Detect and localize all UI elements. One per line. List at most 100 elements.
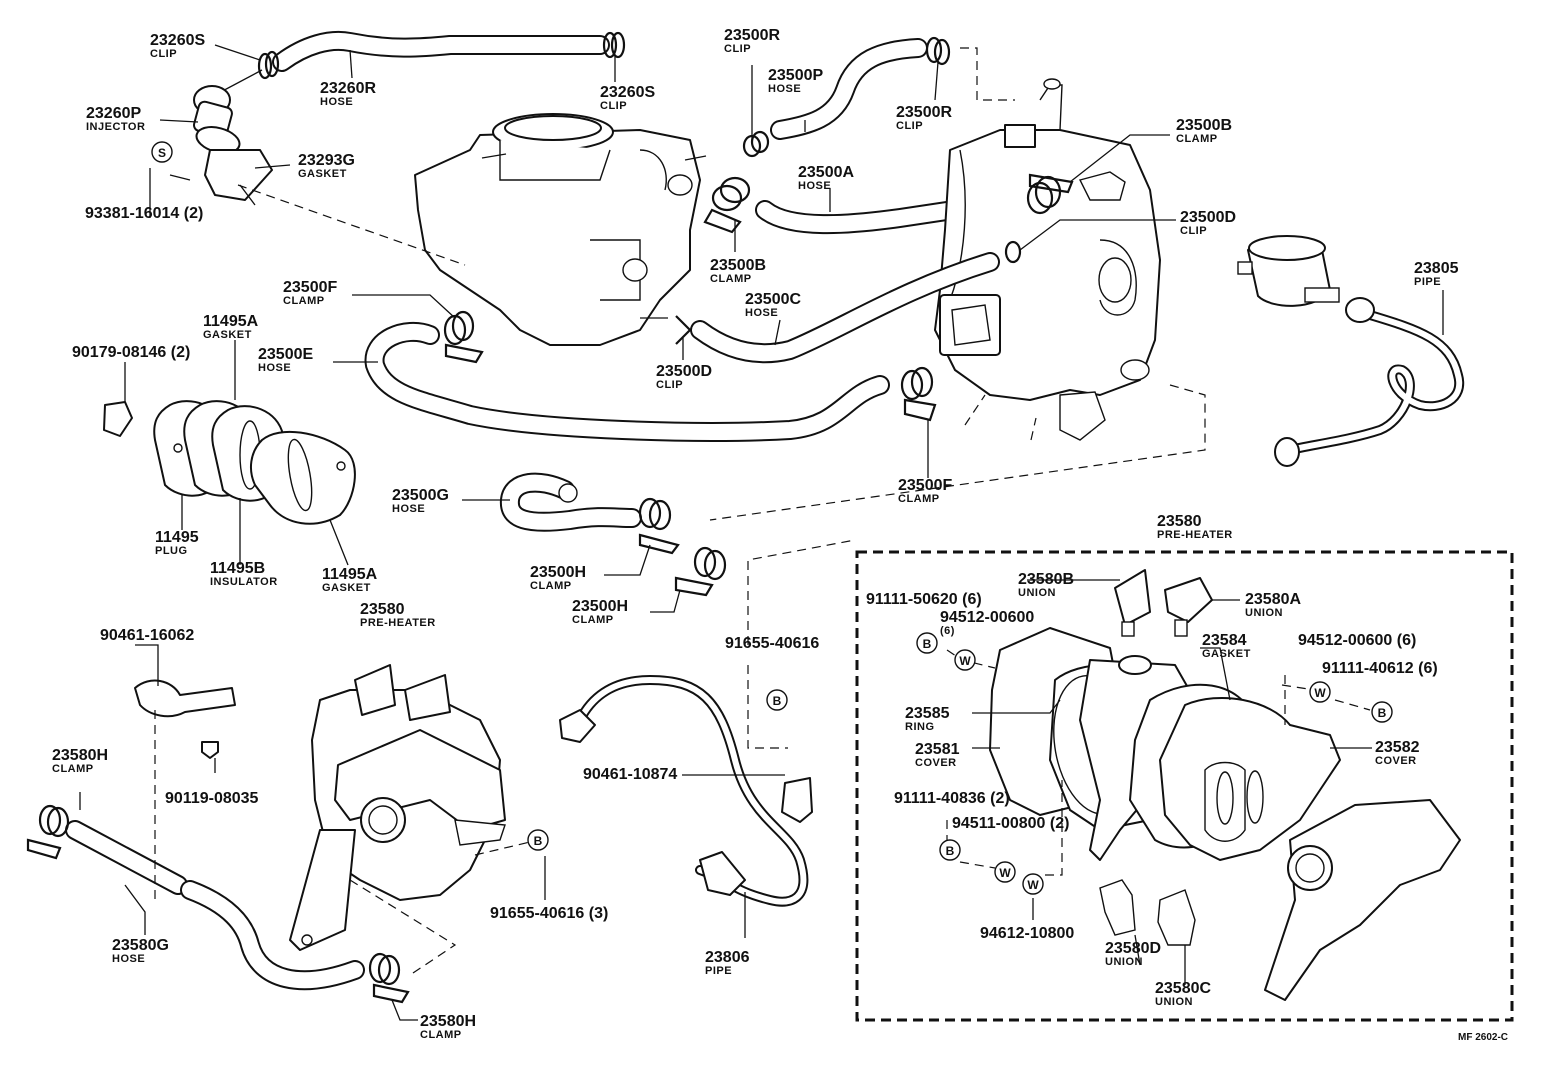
label-94512-00600-6: 94512-00600 (6) xyxy=(1298,632,1416,649)
svg-text:B: B xyxy=(534,834,543,848)
union-90461-16062 xyxy=(134,679,236,718)
part-number: 23500E xyxy=(258,346,313,363)
insulator-stack-11495 xyxy=(153,400,356,525)
pre-heater-left xyxy=(289,664,506,951)
part-number: 23500F xyxy=(283,279,337,296)
part-number: 90179-08146 (2) xyxy=(72,344,190,361)
clamp-23500F-lower xyxy=(900,366,937,422)
vaporizer-body xyxy=(934,78,1161,441)
part-number: 23805 xyxy=(1414,260,1459,277)
gasket-23293G xyxy=(204,149,273,201)
part-description: CLAMP xyxy=(530,580,572,592)
clip-23260S-right xyxy=(602,31,626,59)
part-description: COVER xyxy=(1375,755,1417,767)
part-number: 23293G xyxy=(298,152,355,169)
part-number: 23580 xyxy=(360,601,405,618)
part-number: 23500D xyxy=(1180,209,1236,226)
clamp-23580H-right xyxy=(368,952,410,1004)
part-number: 23500C xyxy=(745,291,801,308)
part-number: 23260P xyxy=(86,105,141,122)
symbol-s: S xyxy=(151,141,173,163)
part-description: HOSE xyxy=(745,307,778,319)
part-number: 23500R xyxy=(896,104,952,121)
pre-heater-detail xyxy=(989,569,1461,1001)
part-number: 23500B xyxy=(1176,117,1232,134)
svg-text:S: S xyxy=(158,146,166,160)
part-number: 23580H xyxy=(52,747,108,764)
clamp-23580H-left xyxy=(26,804,70,860)
part-description: GASKET xyxy=(298,168,347,180)
clip-23260S-left xyxy=(257,50,280,80)
part-description: UNION xyxy=(1155,996,1193,1008)
svg-text:W: W xyxy=(1314,686,1326,700)
part-description: INSULATOR xyxy=(210,576,278,588)
label-91111-50620-6: 91111-50620 (6) xyxy=(866,591,982,608)
clip-23500R-left xyxy=(742,130,770,158)
part-description: HOSE xyxy=(258,362,291,374)
label-90119-08035: 90119-08035 xyxy=(165,790,259,807)
part-number: 23260R xyxy=(320,80,376,97)
leader-lines xyxy=(79,44,1444,1021)
part-number: 23500H xyxy=(530,564,586,581)
svg-text:B: B xyxy=(773,694,782,708)
part-number: 23585 xyxy=(905,705,950,722)
part-number: 23580B xyxy=(1018,571,1074,588)
fuel-filter xyxy=(1237,235,1340,307)
part-description: CLAMP xyxy=(420,1029,462,1041)
symbol-w-2: W xyxy=(1309,681,1331,703)
part-description: PRE-HEATER xyxy=(1157,529,1233,541)
clamp-23500F-upper xyxy=(443,310,484,364)
part-number: 23584 xyxy=(1202,632,1247,649)
part-number: 91111-50620 (6) xyxy=(866,591,982,608)
svg-text:W: W xyxy=(1027,878,1039,892)
svg-text:B: B xyxy=(1378,706,1387,720)
symbol-w-3: W xyxy=(994,861,1016,883)
part-description: CLIP xyxy=(600,100,627,112)
part-number: 23260S xyxy=(600,84,655,101)
part-number: 23500F xyxy=(898,477,952,494)
label-94512-00600: 94512-00600(6) xyxy=(940,609,1034,637)
part-number: 94612-10800 xyxy=(980,925,1074,942)
part-description: PRE-HEATER xyxy=(360,617,436,629)
part-number: 94512-00600 xyxy=(940,609,1034,626)
part-description: CLIP xyxy=(1180,225,1207,237)
part-description: HOSE xyxy=(798,180,831,192)
part-description: CLAMP xyxy=(1176,133,1218,145)
carburetor-body xyxy=(414,113,707,346)
part-number: 23806 xyxy=(705,949,750,966)
part-description: GASKET xyxy=(322,582,371,594)
symbol-b-2: B xyxy=(766,689,788,711)
part-description: PLUG xyxy=(155,545,188,557)
part-description: HOSE xyxy=(112,953,145,965)
part-number: 23582 xyxy=(1375,739,1420,756)
svg-text:B: B xyxy=(923,637,932,651)
part-number: 23500B xyxy=(710,257,766,274)
part-number: 23581 xyxy=(915,741,960,758)
part-number: 23580H xyxy=(420,1013,476,1030)
symbol-b-4: B xyxy=(1371,701,1393,723)
part-description: UNION xyxy=(1245,607,1283,619)
part-number: 90119-08035 xyxy=(165,790,259,807)
part-number: 91111-40836 (2) xyxy=(894,790,1010,807)
nut-90179 xyxy=(103,401,133,437)
part-number: 11495A xyxy=(322,566,378,583)
pipe-23806 xyxy=(575,675,809,907)
